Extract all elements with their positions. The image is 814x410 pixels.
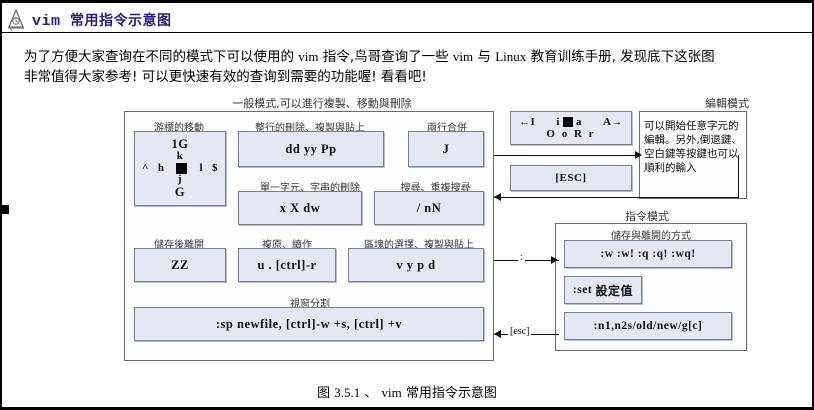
normal-mode-title: 一般模式,可以進行複製、移動與刪除 [232, 97, 412, 110]
command-mode-title: 指令模式 [625, 210, 669, 223]
intro-linux: Linux [495, 49, 527, 64]
group-label-cursor-move: 游標的移動 [154, 123, 204, 134]
insert-i-cmd: i [556, 115, 560, 128]
group-label-line-join: 兩行合併 [427, 123, 467, 134]
arrow-insert-to-edit [635, 150, 642, 159]
edit-mode-title: 編輯模式 [705, 97, 749, 110]
group-label-block-select: 區塊的選擇、複製與貼上 [364, 240, 474, 251]
block-select-box[interactable]: v y p d [348, 248, 484, 282]
intro-seg-3: 与 [473, 49, 496, 65]
edge-label-esc: [esc] [508, 326, 532, 337]
cursor-movement-box[interactable]: 1G k ^ h l $ j G [134, 131, 226, 206]
caption-suffix: 常用指令示意图 [405, 386, 497, 401]
connector-normal-to-command [494, 260, 559, 261]
cursor-right-edge-cmd: $ [211, 161, 218, 174]
vim-mode-diagram: 一般模式,可以進行複製、移動與刪除 編輯模式 指令模式 游標的移動 整行的刪除、… [2, 93, 814, 383]
intro-vim-2: vim [452, 49, 474, 64]
command-substitute-box[interactable]: :n1,n2s/old/new/g[c] [564, 312, 732, 340]
group-label-search: 搜尋、重複搜尋 [400, 183, 471, 194]
connector-esc-return [494, 197, 739, 198]
page-title: vim 常用指令示意图 [32, 10, 172, 30]
intro-seg-1: 为了方便大家查询在不同的模式下可以使用的 [24, 49, 299, 65]
esc-box[interactable]: [ESC] [510, 165, 632, 191]
command-set-cjk: 設定值 [595, 283, 634, 298]
intro-vim-1: vim [298, 49, 319, 64]
page-title-cjk: 常用指令示意图 [70, 12, 172, 29]
page-header: vim 常用指令示意图 [2, 3, 812, 33]
caption-number: 3.5.1 [334, 385, 361, 400]
save-quit-box[interactable]: ZZ [134, 248, 226, 282]
vim-bell-icon [8, 8, 24, 31]
group-label-line-delete: 整行的刪除、複製與貼上 [255, 123, 365, 134]
cursor-down-cmd: j [177, 173, 183, 186]
figure-caption: 图 3.5.1 、 vim 常用指令示意图 [2, 382, 812, 401]
arrow-normal-to-command [551, 255, 558, 264]
window-split-box[interactable]: :sp newfile, [ctrl]-w +s, [ctrl] +v [134, 307, 484, 341]
insert-second-line-cmds: O o R r [546, 128, 596, 140]
cursor-right-cmd: l [199, 161, 203, 174]
caption-vim: vim [381, 385, 402, 400]
insert-block-icon [562, 117, 573, 128]
intro-line-2: 非常值得大家参考! 可以更快速有效的查询到需要的功能喔! 看看吧! [24, 69, 427, 85]
edit-mode-description: 可以開始任意字元的編輯。另外,倒退鍵、空白鍵等按鍵也可以順利的輸入 [644, 120, 742, 174]
caption-prefix: 图 [317, 386, 331, 401]
caption-separator: 、 [364, 386, 378, 401]
cursor-top-cmd: 1G [171, 137, 189, 152]
cursor-up-cmd: k [176, 150, 184, 163]
insert-left-arrow-cmd: ←I [519, 115, 536, 128]
intro-paragraph: 为了方便大家查询在不同的模式下可以使用的 vim 指令,鸟哥查询了一些 vim … [24, 47, 790, 87]
search-box[interactable]: / nN [374, 191, 484, 225]
group-label-save-quit: 儲存後離開 [154, 240, 204, 251]
group-label-save-exit-ways: 儲存與離開的方式 [611, 231, 691, 242]
insert-mode-box[interactable]: ←I i a A→ O o R r [510, 111, 632, 145]
arrow-esc-return [494, 192, 501, 201]
group-label-window-split: 視窗分割 [290, 299, 330, 310]
cursor-left-cmd: h [157, 161, 165, 174]
intro-seg-4: 教育训练手册, 发现底下这张图 [526, 49, 715, 65]
undo-redo-box[interactable]: u . [ctrl]-r [238, 248, 336, 282]
command-save-box[interactable]: :w :w! :q :q! :wq! [564, 240, 732, 268]
cursor-left-edge-cmd: ^ [142, 161, 149, 174]
edge-label-colon: : [518, 252, 525, 263]
insert-a-cmd: a [575, 115, 582, 128]
line-join-box[interactable]: J [408, 131, 484, 167]
connector-esc-vertical [738, 155, 739, 198]
intro-seg-2: 指令,鸟哥查询了一些 [318, 49, 453, 65]
cursor-block-icon [176, 162, 188, 174]
line-delete-box[interactable]: dd yy Pp [238, 131, 384, 167]
page-title-mono: vim [32, 12, 61, 30]
insert-right-arrow-cmd: A→ [603, 115, 623, 128]
command-set-box[interactable]: :set 設定值 [564, 276, 642, 304]
group-label-char-delete: 單一字元、字串的刪除 [260, 183, 360, 194]
left-edge-mark [2, 205, 9, 214]
char-delete-box[interactable]: x X dw [238, 191, 362, 225]
connector-insert-to-edit [494, 155, 639, 156]
cursor-bottom-cmd: G [174, 184, 186, 199]
group-label-undo-redo: 複原、續作 [262, 240, 312, 251]
command-set-mono: :set [572, 284, 593, 296]
arrow-command-to-normal [494, 329, 501, 338]
